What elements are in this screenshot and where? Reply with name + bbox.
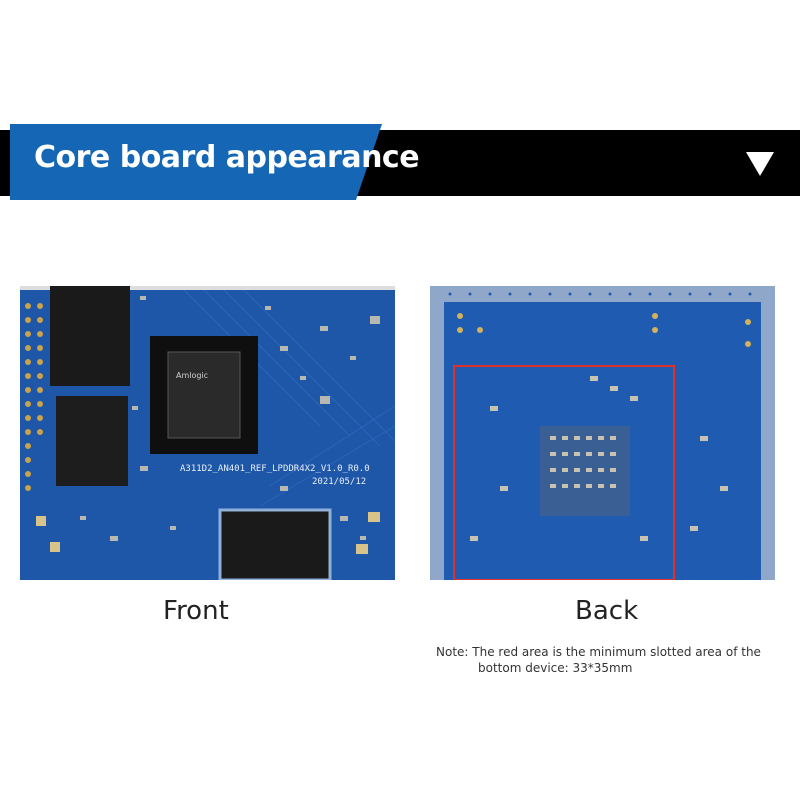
triangle-down-icon[interactable] <box>746 152 774 176</box>
chip-brand-label: Amlogic <box>176 371 208 380</box>
back-board-image <box>430 286 775 580</box>
front-caption: Front <box>163 596 229 626</box>
back-caption: Back <box>575 596 639 626</box>
title-banner-tab <box>10 124 382 200</box>
board-silkscreen: A311D2_AN401_REF_LPDDR4X2_V1.0_R0.0 <box>180 464 370 474</box>
page-title: Core board appearance <box>34 140 420 175</box>
note-line-1: Note: The red area is the minimum slotte… <box>436 645 761 659</box>
board-date: 2021/05/12 <box>312 477 366 487</box>
front-board-image: Amlogic A311D2_AN401_REF_LPDDR4X2_V1.0_R… <box>20 286 395 580</box>
note-line-2: bottom device: 33*35mm <box>478 661 633 675</box>
